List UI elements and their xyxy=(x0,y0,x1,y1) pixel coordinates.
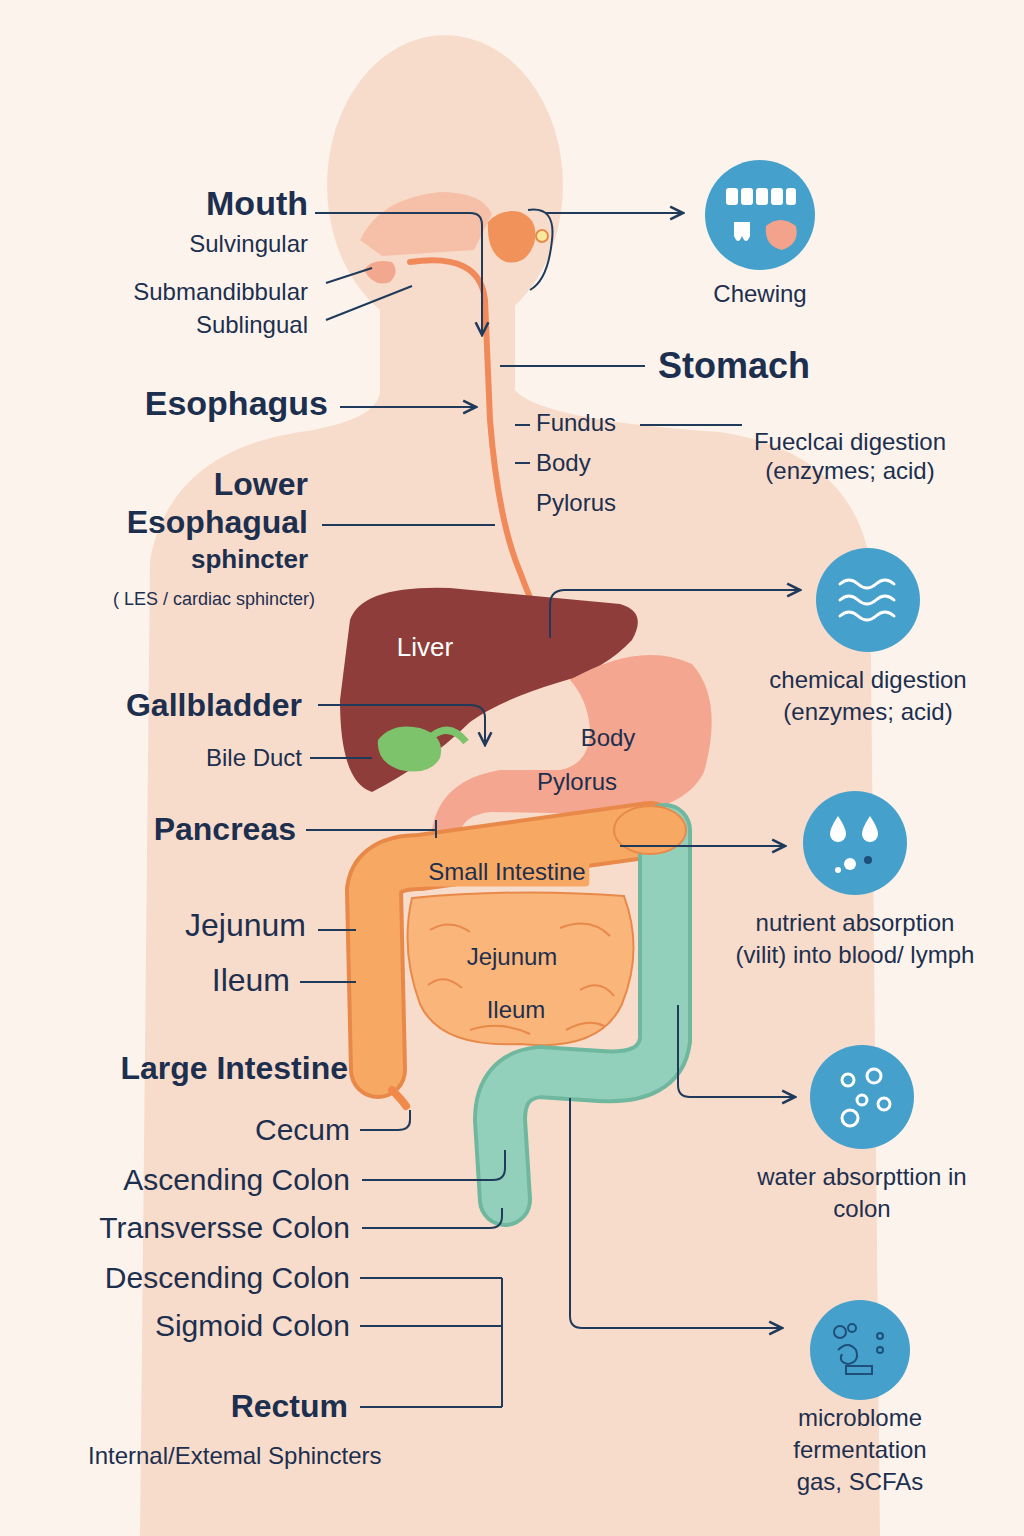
small-intestine xyxy=(408,892,634,1045)
part-name: Internal/Extemal Sphincters xyxy=(88,1442,381,1471)
bubble-icon xyxy=(842,1069,890,1126)
organ-name: Rectum xyxy=(231,1387,348,1425)
function-caption: nutrient absorption (vilit) into blood/ … xyxy=(730,907,980,971)
function-caption: Chewing xyxy=(660,278,860,310)
organ-name: Liver xyxy=(397,632,453,663)
part-name: Pylorus xyxy=(536,489,616,518)
gland-name: Sublingual xyxy=(196,311,308,340)
part-name: Fundus xyxy=(536,409,616,438)
ascending-transverse-colon xyxy=(374,830,650,1070)
organ-name: Small Intestine xyxy=(424,858,589,887)
part-name: Descending Colon xyxy=(105,1260,350,1296)
organ-name: Large Intestine xyxy=(120,1049,348,1087)
function-caption: water absorpttion in colon xyxy=(747,1161,977,1225)
part-name: Jejunum xyxy=(185,906,306,944)
part-name: Ileum xyxy=(212,961,290,999)
icon-circle: microblome fermentation gas, SCFAs xyxy=(770,1300,950,1502)
organ-name: Pancreas xyxy=(154,810,296,848)
icon-circle: water absorpttion in colon xyxy=(747,1045,977,1229)
teeth-icon xyxy=(726,188,797,250)
organ-name: Lower Esophagual xyxy=(68,465,308,542)
gland-name: Sulvingular xyxy=(189,230,308,259)
part-name: Bile Duct xyxy=(206,744,302,773)
part-name: Body xyxy=(536,449,591,478)
microbe-icon xyxy=(834,1324,883,1374)
gland-outline xyxy=(528,210,553,290)
part-name: Jejunum xyxy=(463,943,562,972)
organ-name: Mouth xyxy=(206,183,308,224)
icon-circle: chemical digestion (enzymes; acid) xyxy=(743,548,993,732)
body-silhouette xyxy=(140,35,880,1536)
part-name: Sigmoid Colon xyxy=(155,1308,350,1344)
function-note: Fueclcai digestion (enzymes; acid) xyxy=(750,428,950,486)
bile-duct xyxy=(432,730,466,742)
leader-lines xyxy=(300,213,800,1407)
part-name: Cecum xyxy=(255,1112,350,1148)
organ-name: sphincter xyxy=(191,544,308,575)
intestine-coils xyxy=(428,924,614,1035)
part-name: Ascending Colon xyxy=(123,1162,350,1198)
colon-fill xyxy=(374,830,650,1070)
organ-name: Esophagus xyxy=(145,383,328,424)
organ-name: Gallbladder xyxy=(126,686,302,724)
part-name: Ileum xyxy=(483,996,550,1025)
part-name: Body xyxy=(581,724,636,753)
function-caption: microblome fermentation gas, SCFAs xyxy=(770,1402,950,1498)
gland-duct xyxy=(536,230,548,242)
gland-name: Submandibbular xyxy=(133,278,308,307)
tongue xyxy=(364,261,396,284)
salivary-gland xyxy=(488,211,536,263)
wave-icon xyxy=(840,580,894,620)
organ-name: Stomach xyxy=(658,344,810,387)
appendix xyxy=(392,1090,406,1106)
icon-circle: Chewing xyxy=(660,160,860,314)
nasal-cavity xyxy=(360,192,492,256)
part-name: Pylorus xyxy=(537,768,617,797)
droplet-icon xyxy=(830,816,878,873)
note: ( LES / cardiac sphincter) xyxy=(113,589,315,611)
function-caption: chemical digestion (enzymes; acid) xyxy=(743,664,993,728)
icon-circle: nutrient absorption (vilit) into blood/ … xyxy=(730,791,980,975)
part-name: Transversse Colon xyxy=(99,1210,350,1246)
